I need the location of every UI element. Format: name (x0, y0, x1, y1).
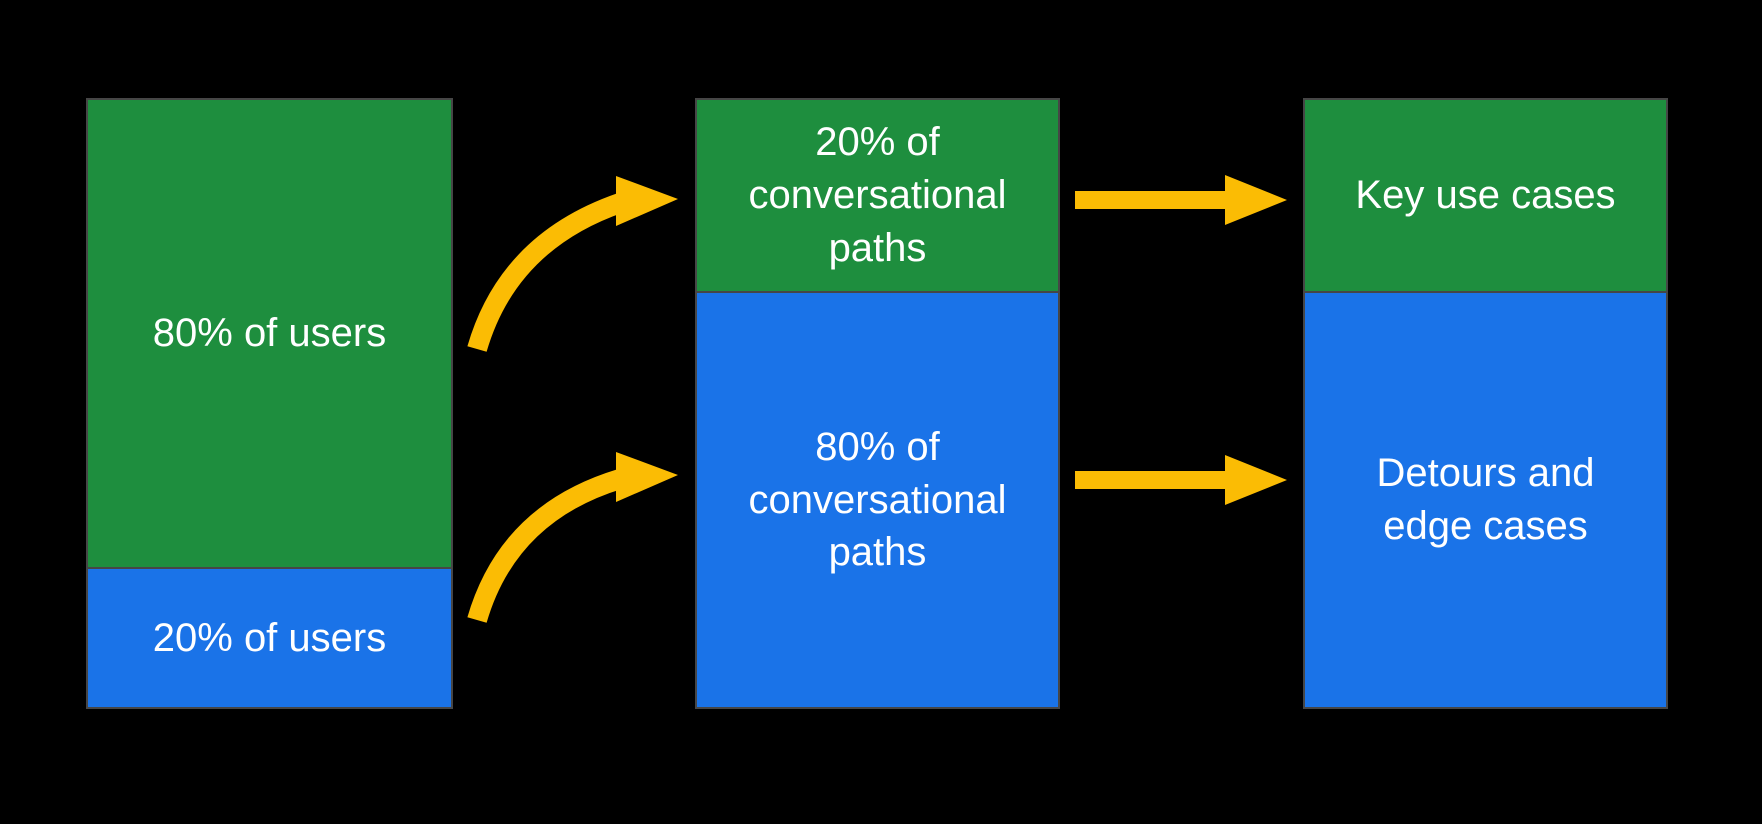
paths-80-segment: 80% of conversational paths (697, 291, 1058, 707)
curved-arrow-users80-to-paths20 (467, 176, 678, 352)
curved-arrow-users20-to-paths80 (467, 452, 678, 623)
key-use-cases-label: Key use cases (1355, 173, 1616, 218)
detours-edge-cases-label: Detours and edge cases (1376, 451, 1595, 549)
users-80-segment: 80% of users (88, 100, 451, 568)
straight-arrow-paths80-to-detours (1075, 455, 1287, 505)
straight-arrow-paths20-to-key-use-cases (1075, 175, 1287, 225)
paths-20-label: 20% of conversational paths (748, 120, 1007, 270)
users-20-segment: 20% of users (88, 567, 451, 707)
conversational-paths-bar: 20% of conversational paths 80% of conve… (695, 98, 1060, 709)
detours-edge-cases-segment: Detours and edge cases (1305, 291, 1666, 707)
key-use-cases-segment: Key use cases (1305, 100, 1666, 292)
outcomes-bar: Key use cases Detours and edge cases (1303, 98, 1668, 709)
users-20-label: 20% of users (152, 615, 387, 660)
paths-80-label: 80% of conversational paths (748, 424, 1007, 575)
users-bar: 80% of users 20% of users (86, 98, 453, 709)
paths-20-segment: 20% of conversational paths (697, 100, 1058, 292)
users-80-label: 80% of users (152, 311, 387, 356)
